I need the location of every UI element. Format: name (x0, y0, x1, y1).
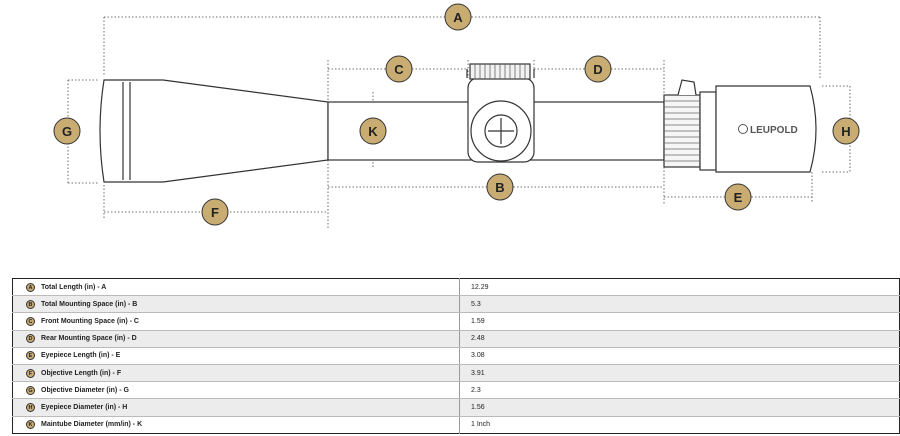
spec-label: Eyepiece Length (in) - E (41, 352, 121, 360)
svg-text:H: H (841, 124, 850, 139)
spec-value: 5.3 (459, 295, 900, 314)
brand-logo: LEUPOLD (750, 125, 798, 136)
callout-h: H (832, 117, 860, 145)
table-row: G Objective Diameter (in) - G 2.3 (12, 381, 900, 400)
badge-f: F (26, 368, 35, 378)
spec-value: 3.08 (459, 347, 900, 365)
table-row: C Front Mounting Space (in) - C 1.59 (12, 312, 900, 331)
callout-d: D (584, 55, 612, 83)
spec-label: Front Mounting Space (in) - C (41, 317, 139, 325)
badge-k: K (26, 420, 35, 430)
table-row: K Maintube Diameter (mm/in) - K 1 Inch (12, 416, 900, 434)
spec-value: 2.3 (459, 381, 900, 400)
callout-b: B (486, 173, 514, 201)
badge-h: H (26, 402, 35, 412)
badge-b: B (26, 299, 35, 309)
callout-a: A (444, 3, 472, 31)
spec-value: 3.91 (459, 364, 900, 383)
spec-value: 1.56 (459, 398, 900, 417)
spec-label: Objective Diameter (in) - G (41, 386, 129, 394)
svg-text:A: A (453, 10, 463, 25)
badge-c: C (26, 316, 35, 326)
brand-logo-icon (738, 124, 748, 134)
table-row: F Objective Length (in) - F 3.91 (12, 364, 900, 383)
svg-text:F: F (211, 205, 219, 220)
callout-f: F (201, 198, 229, 226)
callout-g: G (53, 117, 81, 145)
spec-label: Total Length (in) - A (41, 283, 107, 291)
spec-value: 1 Inch (471, 421, 491, 429)
table-row: E Eyepiece Length (in) - E 3.08 (12, 347, 900, 365)
badge-e: E (26, 351, 35, 361)
callout-c: C (385, 55, 413, 83)
table-row: B Total Mounting Space (in) - B 5.3 (12, 295, 900, 314)
svg-text:B: B (495, 180, 504, 195)
spec-label: Maintube Diameter (mm/in) - K (41, 421, 143, 429)
scope-dimension-diagram: LEUPOLD A C D G K H B E F (53, 3, 860, 230)
spec-label: Total Mounting Space (in) - B (41, 300, 138, 308)
spec-label: Rear Mounting Space (in) - D (41, 335, 137, 343)
table-row: D Rear Mounting Space (in) - D 2.48 (12, 330, 900, 348)
callout-e: E (724, 183, 752, 211)
spec-label: Objective Length (in) - F (41, 369, 122, 377)
svg-text:C: C (394, 62, 404, 77)
svg-text:G: G (62, 124, 72, 139)
badge-d: D (26, 334, 35, 344)
spec-value: 12.29 (459, 278, 900, 297)
spec-value: 2.48 (459, 330, 900, 348)
spec-label: Eyepiece Diameter (in) - H (41, 403, 128, 411)
specs-table: A Total Length (in) - A 12.29 B Total Moun… (12, 278, 900, 434)
table-row: A Total Length (in) - A 12.29 (12, 278, 900, 297)
callout-k: K (359, 117, 387, 145)
spec-value: 1.59 (459, 312, 900, 331)
svg-text:D: D (593, 62, 602, 77)
badge-g: G (26, 385, 35, 395)
callout-badges: A C D G K H B E F (53, 3, 860, 226)
rifle-scope-outline (99, 63, 817, 183)
badge-a: A (26, 282, 35, 292)
svg-text:K: K (368, 124, 378, 139)
svg-text:E: E (734, 190, 743, 205)
table-row: H Eyepiece Diameter (in) - H 1.56 (12, 398, 900, 417)
